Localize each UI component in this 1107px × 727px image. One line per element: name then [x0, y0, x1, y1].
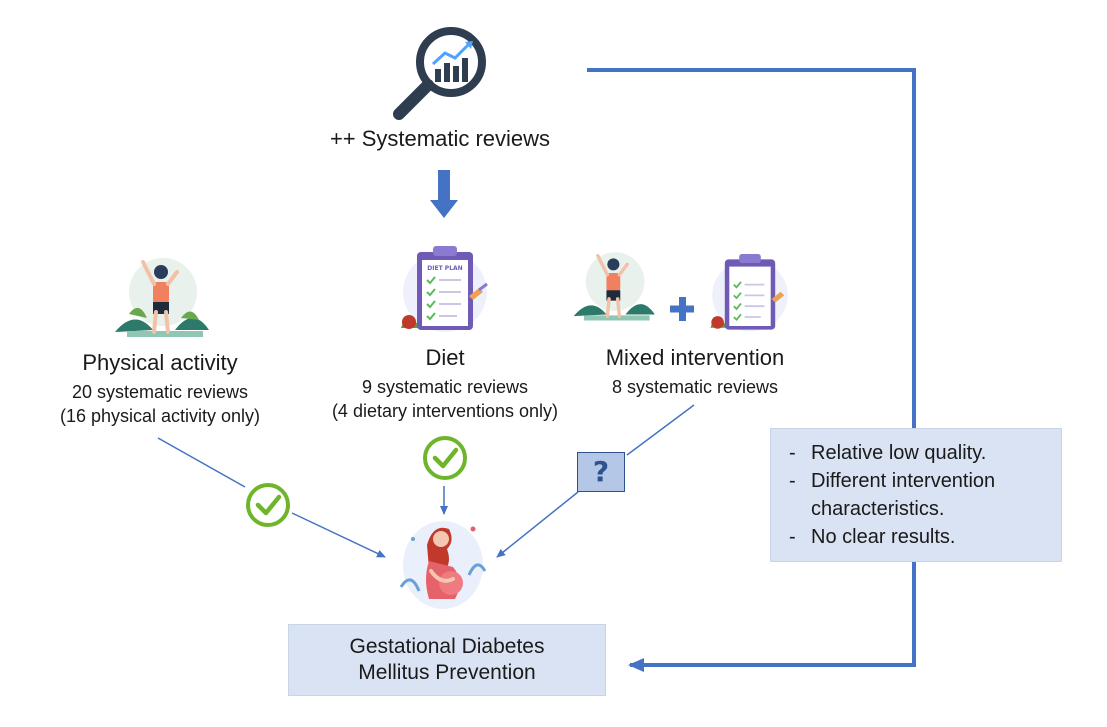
target-box: Gestational Diabetes Mellitus Prevention: [288, 624, 606, 696]
question-mark: ?: [592, 455, 610, 488]
question-icon: ?: [577, 452, 625, 492]
category-title: Physical activity: [82, 350, 238, 375]
note-text: Different intervention: [811, 470, 996, 492]
category-count: 9 systematic reviews: [361, 377, 529, 397]
notes-box: - Relative low quality. - Different inte…: [770, 428, 1062, 562]
pregnant-woman-icon: [399, 521, 487, 609]
note-bullet: -: [789, 470, 796, 492]
source-label: ++ Systematic reviews: [329, 126, 551, 151]
connector-mixed-arrow: [496, 491, 579, 558]
category-title: Diet: [425, 345, 465, 370]
note-item-continuation: characteristics.: [789, 495, 1061, 523]
note-text: Relative low quality.: [811, 442, 987, 464]
connector-physical: [157, 437, 246, 488]
category-detail: (16 physical activity only): [59, 406, 261, 426]
category-title: Mixed intervention: [605, 345, 785, 370]
note-bullet: -: [789, 526, 796, 548]
check-icon: [246, 483, 290, 527]
category-physical: Physical activity 20 systematic reviews …: [20, 350, 300, 428]
connector-mixed: [626, 404, 695, 456]
target-line1: Gestational Diabetes: [349, 635, 545, 658]
note-item: - Relative low quality.: [789, 439, 1061, 467]
category-count: 8 systematic reviews: [611, 377, 779, 397]
category-diet: Diet 9 systematic reviews (4 dietary int…: [300, 345, 590, 423]
exercise-woman-icon: [115, 258, 209, 337]
note-text: characteristics.: [811, 498, 945, 520]
note-text: No clear results.: [811, 526, 956, 548]
magnifier-chart-icon: [393, 27, 486, 120]
diet-plan-clipboard-icon: [710, 254, 788, 332]
diet-plan-clipboard-icon: DIET PLAN: [401, 246, 488, 332]
connector-physical-arrow: [291, 512, 386, 558]
category-count: 20 systematic reviews: [71, 382, 249, 402]
category-mixed: Mixed intervention 8 systematic reviews: [560, 345, 830, 399]
exercise-woman-icon: [573, 252, 655, 321]
note-item: - No clear results.: [789, 523, 1061, 551]
note-item: - Different intervention: [789, 467, 1061, 495]
plus-icon: [670, 297, 694, 321]
target-line2: Mellitus Prevention: [358, 661, 536, 684]
check-icon: [423, 436, 467, 480]
category-detail: (4 dietary interventions only): [331, 401, 559, 421]
down-arrow: [430, 170, 458, 218]
feedback-loop-arrow: [587, 68, 916, 672]
note-bullet: -: [789, 442, 796, 464]
diet-plan-badge: DIET PLAN: [427, 265, 462, 272]
